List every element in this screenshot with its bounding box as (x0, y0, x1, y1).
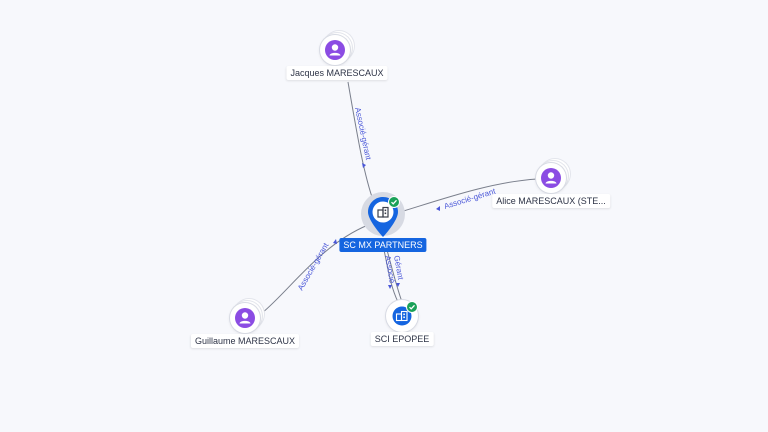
edge-arrow-jacques (362, 163, 366, 168)
edge-arrow-alice (436, 206, 440, 211)
edge-label-main-sci-gerant: Gérant (392, 255, 405, 281)
edge-label-guillaume-main: Associé-gérant (296, 241, 331, 292)
node-label-main-company[interactable]: SC MX PARTNERS (339, 238, 427, 252)
verified-check-icon (388, 196, 400, 208)
edge-main-sci-2 (386, 249, 403, 303)
node-jacques[interactable] (320, 31, 354, 69)
node-disc (230, 303, 260, 333)
building-icon (377, 206, 389, 218)
edge-guillaume-main (261, 224, 369, 314)
node-label-alice[interactable]: Alice MARESCAUX (STE... (492, 194, 610, 208)
person-icon (235, 308, 255, 328)
node-guillaume[interactable] (230, 299, 264, 337)
node-sci-epopee[interactable] (386, 300, 418, 332)
edge-label-alice-main: Associé-gérant (443, 186, 497, 210)
node-label-sci-epopee[interactable]: SCI EPOPEE (370, 332, 434, 346)
edge-arrow-sci-1 (388, 285, 392, 289)
edge-arrow-sci-2 (396, 283, 400, 287)
person-icon (325, 40, 345, 60)
person-icon (541, 168, 561, 188)
edge-alice-main (396, 178, 538, 214)
node-disc (320, 35, 350, 65)
edge-jacques-main (347, 81, 375, 204)
verified-check-icon (406, 301, 418, 313)
node-label-guillaume[interactable]: Guillaume MARESCAUX (190, 334, 300, 348)
node-label-jacques[interactable]: Jacques MARESCAUX (286, 66, 388, 80)
edge-arrow-guillaume (333, 239, 337, 244)
node-main-company[interactable] (361, 192, 405, 237)
edge-main-sci-1 (383, 249, 399, 303)
node-disc (536, 163, 566, 193)
node-alice[interactable] (536, 159, 570, 197)
building-icon (392, 306, 412, 326)
edge-label-jacques-main: Associé-gérant (353, 107, 373, 162)
